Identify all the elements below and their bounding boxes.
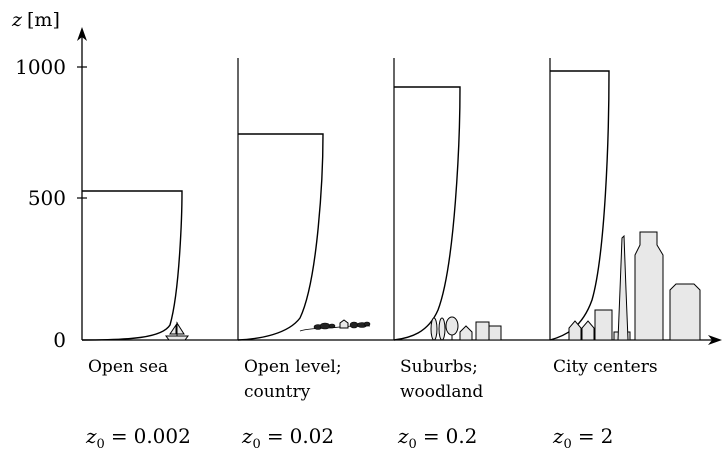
z0-open-country: z0=0.02 <box>241 424 334 452</box>
tick-label-500: 500 <box>28 186 66 210</box>
panel-label-open-country-2: country <box>244 382 311 402</box>
profile-city <box>549 70 610 341</box>
profile-open-country <box>237 133 324 341</box>
panel-label-suburbs-2: woodland <box>400 382 483 402</box>
y-axis-arrow <box>77 27 87 41</box>
sailboat-icon <box>165 321 189 341</box>
suburbs-buildings-icon <box>430 316 502 341</box>
city-skyline-icon <box>568 231 701 341</box>
panel-label-city: City centers <box>553 357 658 377</box>
y-axis-label: z[m] <box>11 9 60 31</box>
x-axis-arrow <box>708 335 722 345</box>
panel-label-open-sea: Open sea <box>88 357 168 377</box>
tick-label-1000: 1000 <box>15 55 66 79</box>
panel-label-open-country: Open level; <box>244 357 342 377</box>
z0-city: z0=2 <box>552 424 613 452</box>
profile-suburbs <box>393 86 461 341</box>
z0-suburbs: z0=0.2 <box>397 424 477 452</box>
panel-label-suburbs: Suburbs; <box>400 357 478 377</box>
country-vegetation-icon <box>299 319 371 332</box>
profile-open-sea <box>81 190 183 341</box>
tick-label-0: 0 <box>53 328 66 352</box>
z0-open-sea: z0=0.002 <box>85 424 191 452</box>
